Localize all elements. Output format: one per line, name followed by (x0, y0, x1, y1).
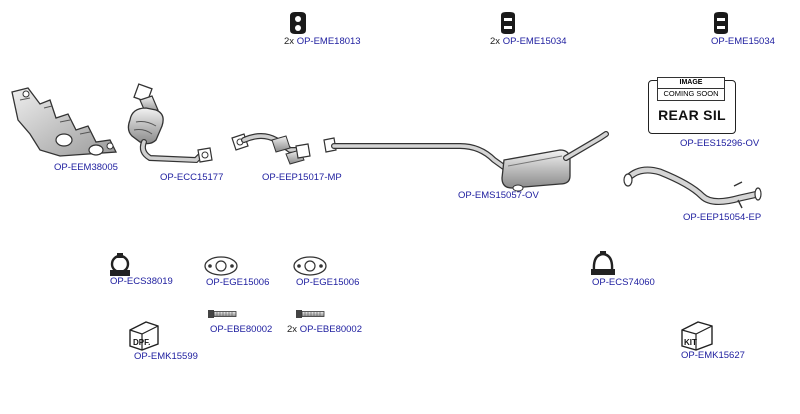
placeholder-line2: COMING SOON (658, 88, 724, 99)
part-code: OP-EMK15627 (681, 350, 745, 361)
part-label-p8[interactable]: OP-EES15296-OV (680, 138, 759, 150)
part-label-p15[interactable]: 2x OP-EBE80002 (287, 324, 362, 336)
part-code: OP-EMK15599 (134, 351, 198, 362)
part-label-p7[interactable]: OP-EMS15057-OV (458, 190, 539, 202)
part-label-p3[interactable]: OP-EME15034 (711, 36, 775, 48)
part-label-p6[interactable]: OP-EEP15017-MP (262, 172, 342, 184)
part-label-p11[interactable]: OP-EGE15006 (206, 277, 269, 289)
part-code: OP-EEP15054-EP (683, 212, 762, 223)
part-label-p12[interactable]: OP-EGE15006 (296, 277, 359, 289)
kit-text: KIT (684, 338, 697, 347)
image-coming-soon-tag: IMAGE COMING SOON (657, 77, 725, 101)
kit-box-icon[interactable]: KIT (681, 321, 713, 351)
part-code: OP-EMS15057-OV (458, 190, 539, 201)
part-label-p2[interactable]: 2x OP-EME15034 (490, 36, 567, 48)
placeholder-title: REAR SIL (658, 107, 726, 123)
placeholder-line1: IMAGE (679, 79, 703, 86)
part-label-p1[interactable]: 2x OP-EME18013 (284, 36, 361, 48)
part-qty: 2x (287, 324, 298, 335)
rear-silencer-placeholder[interactable]: IMAGE COMING SOON REAR SIL (648, 77, 736, 134)
part-label-p5[interactable]: OP-ECC15177 (160, 172, 223, 184)
part-code: OP-EME15034 (711, 36, 775, 47)
dpf-kit-box-icon[interactable]: DPF. (129, 321, 159, 351)
part-qty: 2x (490, 36, 501, 47)
rubber-mount-icon[interactable] (501, 12, 515, 34)
centre-silencer-icon[interactable] (323, 131, 609, 192)
part-label-p4[interactable]: OP-EEM38005 (54, 162, 118, 174)
part-code: OP-ECS74060 (592, 277, 655, 288)
part-label-p14[interactable]: OP-EBE80002 (210, 324, 272, 336)
gasket-icon[interactable] (293, 256, 327, 276)
part-code: OP-EEP15017-MP (262, 172, 342, 183)
part-code: OP-EME18013 (296, 36, 361, 47)
bolt-icon[interactable] (296, 310, 325, 318)
part-label-p13[interactable]: OP-ECS74060 (592, 277, 655, 289)
exhaust-manifold-icon[interactable] (11, 87, 118, 157)
part-label-p10[interactable]: OP-ECS38019 (110, 276, 173, 288)
part-code: OP-ECC15177 (160, 172, 224, 183)
gasket-icon[interactable] (204, 256, 238, 276)
front-pipe-icon[interactable] (231, 133, 311, 165)
part-code: OP-EME15034 (502, 36, 567, 47)
part-code: OP-EEM38005 (54, 162, 118, 173)
part-code: OP-EES15296-OV (680, 138, 760, 149)
rubber-mount-icon[interactable] (714, 12, 728, 34)
clamp-icon[interactable] (110, 253, 130, 276)
part-label-p17[interactable]: OP-EMK15627 (681, 350, 745, 362)
part-qty: 2x (284, 36, 295, 47)
part-code: OP-EGE15006 (206, 277, 270, 288)
catalytic-converter-icon[interactable] (127, 83, 213, 164)
part-code: OP-EGE15006 (296, 277, 360, 288)
tail-pipe-icon[interactable] (623, 166, 762, 209)
part-code: OP-EBE80002 (299, 324, 363, 335)
rubber-mount-icon[interactable] (290, 12, 306, 34)
dpf-kit-text: DPF. (133, 338, 150, 347)
bolt-icon[interactable] (208, 310, 237, 318)
clamp-icon[interactable] (591, 251, 615, 275)
part-code: OP-ECS38019 (110, 276, 173, 287)
part-code: OP-EBE80002 (210, 324, 273, 335)
part-label-p16[interactable]: OP-EMK15599 (134, 351, 198, 363)
part-label-p9[interactable]: OP-EEP15054-EP (683, 212, 761, 224)
